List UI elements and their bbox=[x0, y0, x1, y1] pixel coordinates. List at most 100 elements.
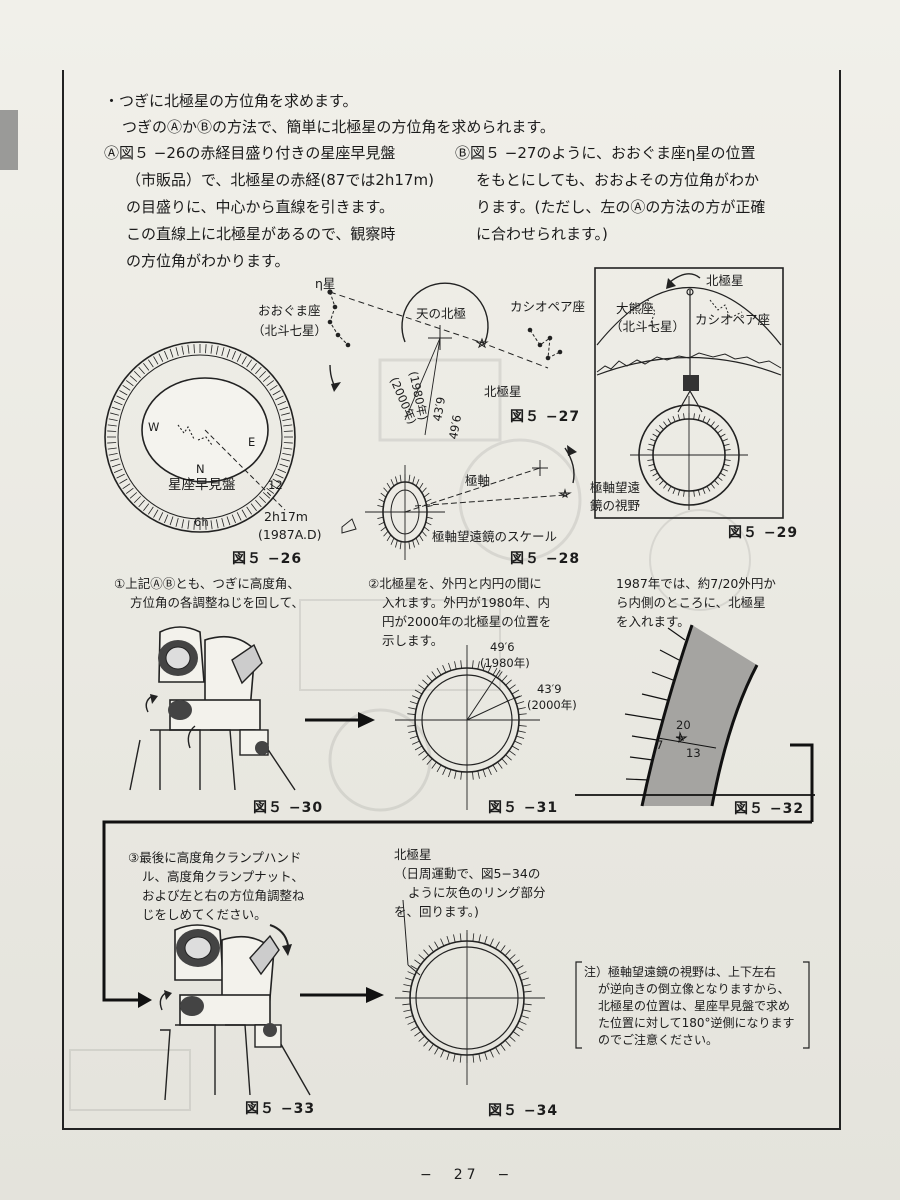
year-1980-label-31: (1980年) bbox=[480, 656, 530, 670]
tick-mark bbox=[431, 761, 437, 769]
tick-mark bbox=[722, 438, 728, 442]
celestial-pole-label: 天の北極 bbox=[416, 306, 467, 321]
tick-mark bbox=[119, 390, 128, 396]
tick-mark bbox=[516, 701, 525, 705]
tick-mark bbox=[459, 933, 462, 942]
tick-mark bbox=[648, 463, 655, 467]
tick-mark bbox=[108, 418, 118, 422]
tick-mark bbox=[650, 468, 656, 472]
big-dipper-label-29: （北斗七星） bbox=[610, 319, 686, 334]
tick-mark bbox=[492, 667, 498, 676]
tick-mark bbox=[472, 933, 475, 942]
tick-mark bbox=[667, 418, 672, 425]
tick-mark bbox=[453, 934, 456, 943]
tick-mark bbox=[672, 416, 676, 422]
tick-mark bbox=[158, 512, 164, 521]
tick-mark bbox=[181, 345, 185, 355]
tick-mark bbox=[446, 1052, 450, 1060]
tick-mark bbox=[241, 509, 247, 518]
tick-mark bbox=[164, 514, 169, 524]
tick-mark bbox=[521, 1015, 529, 1019]
tick-mark bbox=[697, 489, 701, 496]
tick-mark bbox=[281, 458, 290, 462]
tick-mark bbox=[283, 442, 293, 444]
step2-text: ②北極星を、外円と内円の間に 入れます。外円が1980年、内 円が2000年の北… bbox=[368, 576, 552, 648]
tick-mark bbox=[282, 418, 292, 422]
tick-mark bbox=[514, 740, 522, 745]
tick-mark bbox=[517, 730, 526, 733]
tick-mark bbox=[133, 496, 141, 504]
tick-mark bbox=[478, 1053, 481, 1062]
tick-mark bbox=[442, 767, 447, 775]
tick-mark bbox=[501, 758, 508, 765]
tick-mark bbox=[504, 1040, 511, 1047]
tick-mark bbox=[378, 498, 385, 503]
tick-mark bbox=[659, 480, 664, 485]
tick-mark bbox=[522, 1009, 531, 1012]
tick-mark bbox=[472, 660, 474, 669]
tick-mark bbox=[717, 429, 723, 434]
tick-mark bbox=[706, 418, 711, 425]
tick-mark bbox=[277, 468, 287, 473]
tick-mark bbox=[402, 990, 411, 993]
tick-mark bbox=[511, 745, 520, 751]
tick-mark bbox=[460, 660, 462, 669]
tick-mark bbox=[652, 472, 659, 477]
ursa-major-label-29: 大熊座 bbox=[616, 301, 654, 316]
polaris-label: 北極星 bbox=[484, 384, 522, 399]
tick-mark bbox=[259, 370, 267, 378]
tick-mark bbox=[508, 750, 516, 756]
planisphere-n-label: N bbox=[196, 462, 205, 476]
ra-year-label: (1987A.D) bbox=[258, 527, 322, 542]
tick-mark bbox=[702, 416, 706, 422]
tick-mark bbox=[410, 1026, 418, 1031]
tick-mark bbox=[714, 425, 719, 430]
tick-mark bbox=[210, 520, 213, 530]
tick-mark bbox=[122, 384, 131, 391]
tick-mark bbox=[477, 661, 480, 670]
tick-mark bbox=[408, 541, 411, 550]
tick-mark bbox=[434, 941, 439, 949]
tick-mark bbox=[509, 1035, 516, 1042]
tick-mark bbox=[262, 492, 271, 499]
tick-mark bbox=[272, 478, 281, 484]
tick-mark bbox=[181, 519, 185, 529]
tick-mark bbox=[422, 679, 429, 686]
tick-mark bbox=[436, 764, 442, 773]
tick-mark bbox=[647, 449, 654, 451]
sky-view-diagram bbox=[594, 267, 784, 519]
tick-mark bbox=[500, 1043, 506, 1051]
tick-mark bbox=[655, 476, 661, 481]
tick-mark bbox=[497, 671, 503, 679]
tick-mark bbox=[724, 459, 731, 461]
fig-5-29-caption: 図５ −29 bbox=[728, 525, 799, 541]
tick-mark bbox=[489, 1049, 494, 1058]
tick-mark bbox=[143, 503, 150, 512]
tick-mark bbox=[423, 1040, 430, 1047]
planisphere-diagram bbox=[104, 341, 296, 533]
tick-mark bbox=[405, 977, 413, 981]
tick-mark bbox=[518, 1020, 527, 1025]
tick-mark bbox=[492, 764, 498, 773]
tick-mark bbox=[255, 366, 262, 375]
tick-mark bbox=[428, 1043, 434, 1051]
tick-mark bbox=[407, 713, 416, 715]
ursa-major-label: おおぐま座 bbox=[258, 303, 321, 318]
tick-mark bbox=[129, 492, 138, 499]
tick-mark bbox=[377, 505, 384, 508]
tick-mark bbox=[138, 366, 145, 375]
tick-mark bbox=[414, 1031, 422, 1037]
ra-label: 2h17m bbox=[264, 509, 308, 524]
tick-mark bbox=[390, 537, 395, 545]
tick-mark bbox=[426, 758, 433, 765]
tick-mark bbox=[516, 735, 525, 739]
tick-mark bbox=[283, 430, 293, 432]
planisphere-label: 星座早見盤 bbox=[168, 477, 236, 493]
eta-star-label: η星 bbox=[315, 276, 336, 291]
tick-mark bbox=[663, 483, 668, 489]
polaris-label-29: 北極星 bbox=[706, 273, 744, 288]
tick-mark bbox=[405, 1015, 413, 1019]
tick-mark bbox=[472, 771, 474, 780]
tick-mark bbox=[423, 949, 430, 956]
tick-mark bbox=[446, 936, 450, 944]
